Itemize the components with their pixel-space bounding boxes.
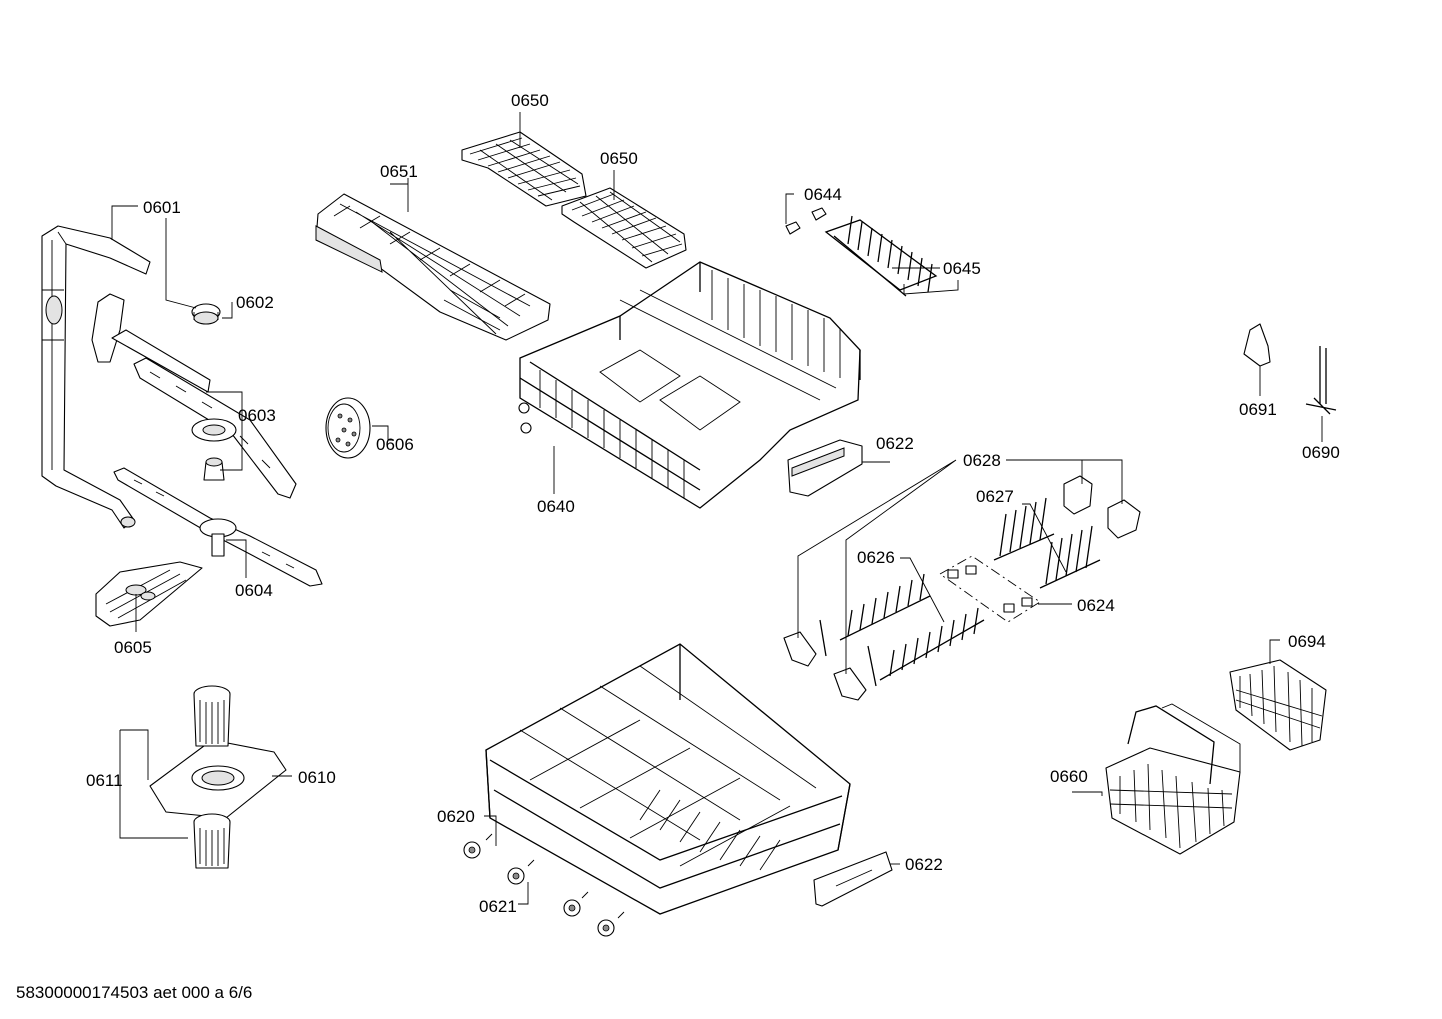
label-0640: 0640 (537, 497, 575, 516)
part-0691-clip (1243, 323, 1271, 367)
label-0690: 0690 (1302, 443, 1340, 462)
part-0622-handle-lower (813, 851, 893, 907)
part-0640-upper-basket (518, 261, 861, 509)
label-0605: 0605 (114, 638, 152, 657)
part-0694-cutlery-basket-small (1229, 659, 1327, 751)
label-0627: 0627 (976, 487, 1014, 506)
part-0645-cup-rack (824, 215, 938, 297)
part-0605-filter-cover (95, 561, 203, 627)
part-0624-clips (939, 555, 1041, 623)
part-0660-cutlery-basket (1105, 703, 1241, 855)
label-0650a: 0650 (511, 91, 549, 110)
part-0644-clips (785, 207, 827, 235)
label-0691: 0691 (1239, 400, 1277, 419)
label-0622a: 0622 (876, 434, 914, 453)
label-0604: 0604 (235, 581, 273, 600)
part-0621-wheels (463, 833, 625, 937)
label-0602: 0602 (236, 293, 274, 312)
part-0604-lower-spray-arm (113, 467, 323, 587)
part-0626-tine-rack (819, 573, 985, 687)
label-0606: 0606 (376, 435, 414, 454)
part-0610-filter-plate (149, 739, 287, 819)
label-0645: 0645 (943, 259, 981, 278)
part-0650-tray-upper (461, 131, 587, 207)
part-0651-top-tray (315, 193, 551, 341)
leader-lines (111, 112, 1323, 905)
part-0650-tray-lower (561, 187, 687, 269)
document-footer-code: 58300000174503 aet 000 a 6/6 (16, 983, 252, 1002)
part-labels: 0650 0650 0651 0644 0645 0601 0602 0603 … (86, 91, 1340, 916)
label-0650b: 0650 (600, 149, 638, 168)
label-0644: 0644 (804, 185, 842, 204)
part-0601-water-pipe (41, 225, 151, 529)
label-0626: 0626 (857, 548, 895, 567)
part-0620-lower-basket (485, 643, 851, 915)
label-0622b: 0622 (905, 855, 943, 874)
label-0624: 0624 (1077, 596, 1115, 615)
label-0694: 0694 (1288, 632, 1326, 651)
label-0603: 0603 (238, 406, 276, 425)
label-0601: 0601 (143, 198, 181, 217)
label-0620: 0620 (437, 807, 475, 826)
part-0611-filter-cylinder (193, 685, 231, 869)
label-0651: 0651 (380, 162, 418, 181)
label-0621: 0621 (479, 897, 517, 916)
part-0690-holder (1305, 346, 1337, 415)
part-0627-tine-rack (993, 497, 1101, 589)
part-0606-disc (325, 397, 371, 459)
label-0628: 0628 (963, 451, 1001, 470)
part-0603-upper-spray-arm (91, 293, 297, 499)
label-0660: 0660 (1050, 767, 1088, 786)
part-0622-handle-upper (787, 439, 863, 497)
label-0610: 0610 (298, 768, 336, 787)
part-0602-nut (191, 303, 221, 325)
label-0611: 0611 (86, 771, 123, 790)
part-0628-clips (783, 475, 1141, 701)
